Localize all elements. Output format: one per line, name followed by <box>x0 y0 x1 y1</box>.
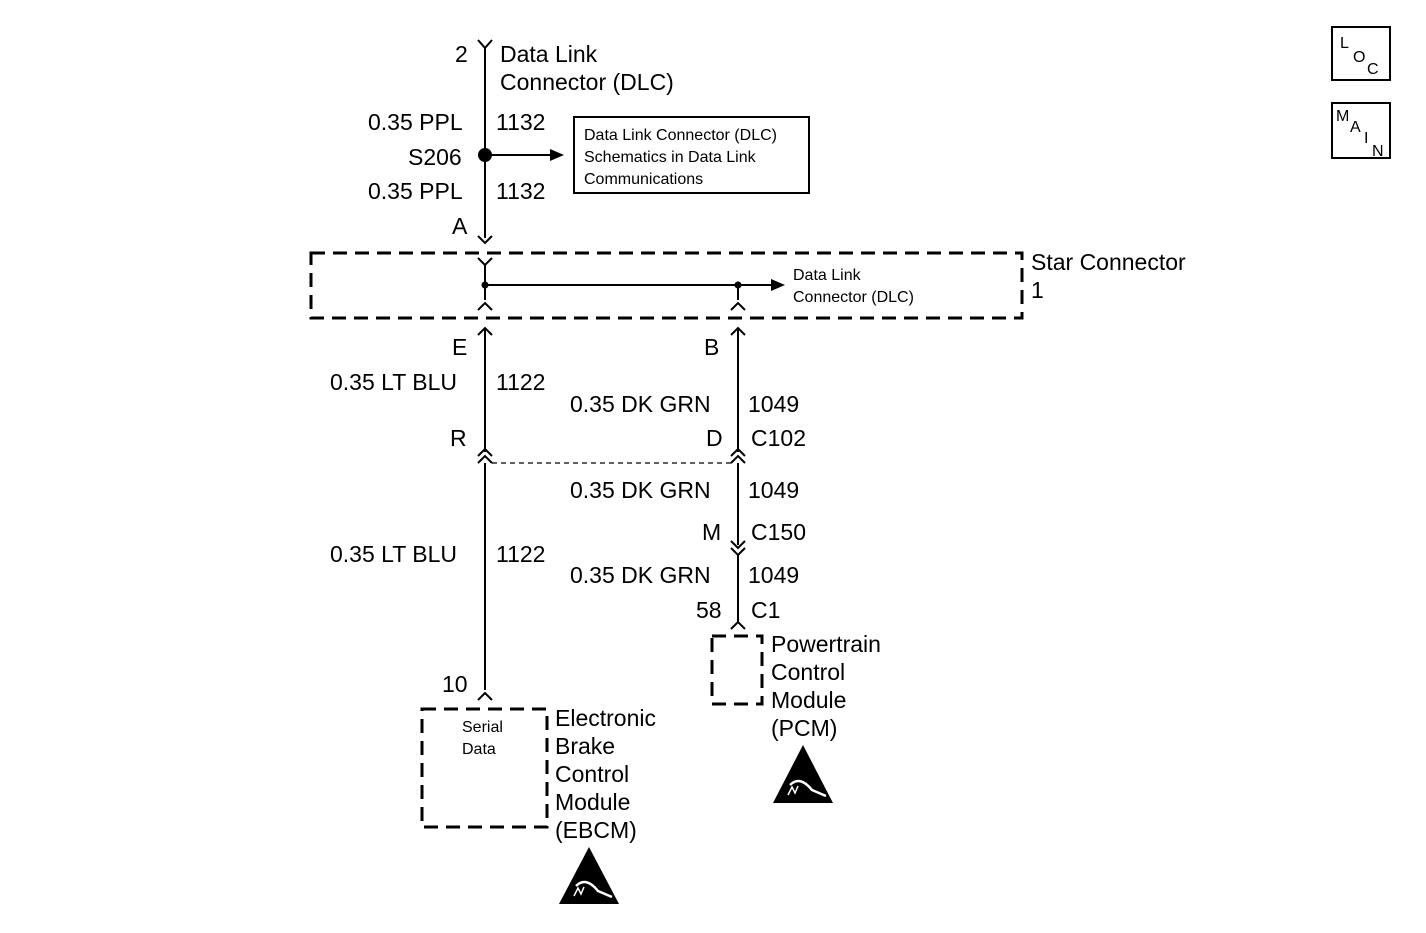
svg-text:L: L <box>1340 35 1349 52</box>
star-top-chevron <box>477 257 493 267</box>
svg-text:Communications: Communications <box>584 171 703 188</box>
wire-1049-circuit-1: 1049 <box>748 391 799 417</box>
pin-d: D <box>706 425 723 451</box>
svg-text:Schematics in Data Link: Schematics in Data Link <box>584 149 757 166</box>
wire-1122-gauge: 0.35 LT BLU <box>330 369 457 395</box>
svg-text:Data Link Connector (DLC): Data Link Connector (DLC) <box>584 127 777 144</box>
c102-r-chevron-1 <box>477 447 493 457</box>
loc-button[interactable]: L O C <box>1331 26 1391 81</box>
wire-1049-gauge-2: 0.35 DK GRN <box>570 477 711 503</box>
c102-d-chevron-1 <box>730 447 746 457</box>
star-pin-b: B <box>704 334 719 360</box>
wire-1122b-gauge: 0.35 LT BLU <box>330 541 457 567</box>
pcm-name-2: Control <box>771 659 845 685</box>
wire-1049-gauge-1: 0.35 DK GRN <box>570 391 711 417</box>
dlc-title-1: Data Link <box>500 41 598 67</box>
wire-1122b-circuit: 1122 <box>496 541 545 567</box>
wire-1122-circuit: 1122 <box>496 369 545 395</box>
svg-text:I: I <box>1364 130 1368 147</box>
star-dlc-2: Connector (DLC) <box>793 289 914 306</box>
arrow-right-icon <box>771 279 785 291</box>
svg-text:O: O <box>1353 49 1365 66</box>
arrow-right-icon <box>550 149 564 161</box>
ebcm-serial: Serial <box>462 719 503 736</box>
pcm-name-3: Module <box>771 687 846 713</box>
svg-text:N: N <box>1372 143 1384 160</box>
splice-label: S206 <box>408 144 462 170</box>
c150-chevron-1 <box>730 540 746 550</box>
c102-d-chevron-2 <box>730 454 746 464</box>
ebcm-name-3: Control <box>555 761 629 787</box>
esd-sensitive-icon <box>559 847 619 904</box>
pcm-name-1: Powertrain <box>771 631 881 657</box>
pin-58-chevron <box>730 620 746 630</box>
pcm-name-4: (PCM) <box>771 715 837 741</box>
pin-58: 58 <box>696 597 722 623</box>
pcm-module-box <box>710 634 764 706</box>
star-pin-a: A <box>452 213 468 239</box>
ebcm-module-box <box>420 707 549 829</box>
wire-1132b-gauge: 0.35 PPL <box>368 178 463 204</box>
c102-r-chevron-2 <box>477 454 493 464</box>
star-connector-name: Star Connector <box>1031 249 1186 275</box>
ebcm-name-4: Module <box>555 789 630 815</box>
wire-1049-circuit-2: 1049 <box>748 477 799 503</box>
main-button[interactable]: M A I N <box>1331 102 1391 160</box>
svg-text:C: C <box>1367 61 1379 78</box>
pin-a-chevron <box>477 235 493 245</box>
star-connector-number: 1 <box>1031 277 1044 303</box>
pin-m: M <box>702 519 721 545</box>
ebcm-name-5: (EBCM) <box>555 817 637 843</box>
svg-text:A: A <box>1350 119 1361 136</box>
esd-sensitive-icon <box>773 745 833 803</box>
dlc-title-2: Connector (DLC) <box>500 69 674 95</box>
star-connector-box <box>309 251 1024 320</box>
wire-1132-gauge: 0.35 PPL <box>368 109 463 135</box>
dlc-connector-chevron <box>477 39 493 50</box>
c150-label: C150 <box>751 519 806 545</box>
pin-10: 10 <box>442 671 468 697</box>
pin-10-chevron <box>477 691 493 701</box>
star-b-chevron <box>730 301 746 311</box>
ebcm-data: Data <box>462 741 496 758</box>
wire-1132b-circuit: 1132 <box>496 178 545 204</box>
dlc-schematics-link[interactable]: Data Link Connector (DLC) Schematics in … <box>573 116 810 194</box>
wire-1132-circuit: 1132 <box>496 109 545 135</box>
c102-label: C102 <box>751 425 806 451</box>
c1-label: C1 <box>751 597 780 623</box>
ebcm-name-2: Brake <box>555 733 615 759</box>
wire-1049-circuit-3: 1049 <box>748 562 799 588</box>
ebcm-name-1: Electronic <box>555 705 656 731</box>
svg-text:M: M <box>1336 108 1349 125</box>
wire-1049-gauge-3: 0.35 DK GRN <box>570 562 711 588</box>
pin-r: R <box>450 425 467 451</box>
star-pin-e: E <box>452 334 467 360</box>
star-e-chevron <box>477 301 493 311</box>
dlc-pin: 2 <box>455 41 468 67</box>
star-dlc-1: Data Link <box>793 267 862 284</box>
